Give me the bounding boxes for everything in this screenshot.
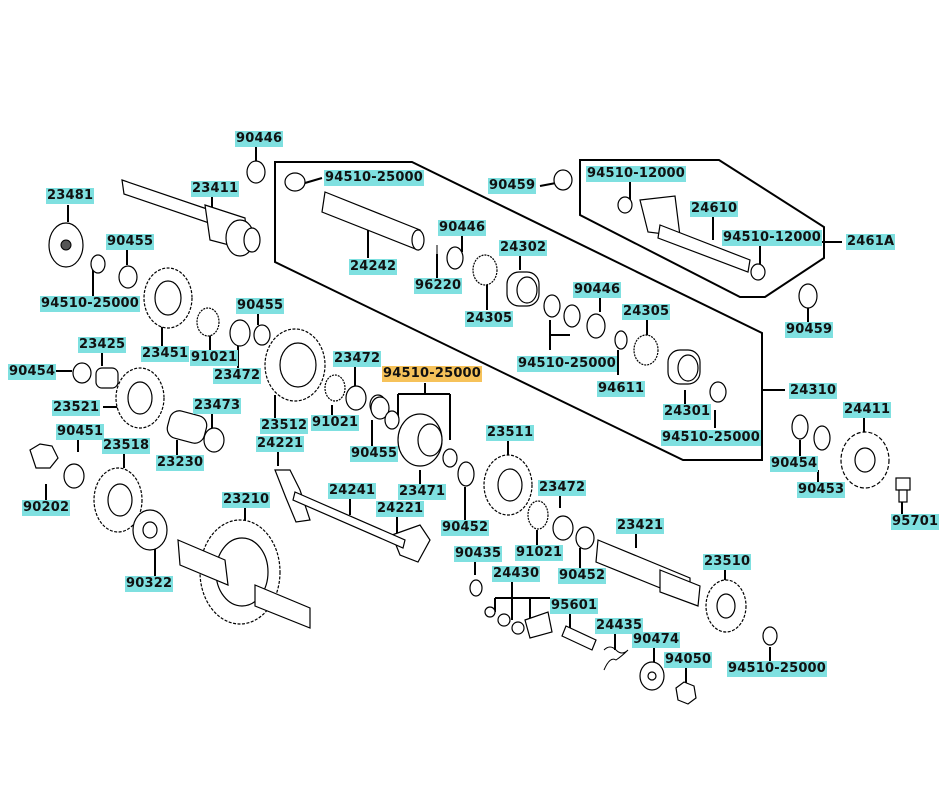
label-24302: 24302	[499, 240, 548, 256]
label-90322: 90322	[125, 576, 174, 592]
label-90453: 90453	[797, 482, 846, 498]
label-23512: 23512	[260, 418, 309, 434]
label-94510-25000-d: 94510-25000	[661, 430, 762, 446]
label-24610: 24610	[690, 201, 739, 217]
label-90455-c: 90455	[350, 446, 399, 462]
label-90459-right: 90459	[785, 322, 834, 338]
label-23425: 23425	[78, 337, 127, 353]
part-shapes	[29, 160, 911, 705]
label-23518: 23518	[102, 438, 151, 454]
label-23521: 23521	[52, 400, 101, 416]
label-90454-right: 90454	[770, 456, 819, 472]
label-94050: 94050	[664, 652, 713, 668]
label-23472: 23472	[213, 368, 262, 384]
label-90446: 90446	[235, 131, 284, 147]
label-95701: 95701	[891, 514, 939, 530]
label-23472-b: 23472	[333, 351, 382, 367]
label-23451: 23451	[141, 346, 190, 362]
label-91021-b: 91021	[311, 415, 360, 431]
label-24305-left: 24305	[465, 311, 514, 327]
label-91021-c: 91021	[515, 545, 564, 561]
label-94510-25000-c: 94510-25000	[517, 356, 618, 372]
label-24301: 24301	[663, 404, 712, 420]
label-94510-12000: 94510-12000	[586, 166, 687, 182]
label-90459: 90459	[488, 178, 537, 194]
label-23473: 23473	[193, 398, 242, 414]
label-24241: 24241	[328, 483, 377, 499]
label-90455-b: 90455	[236, 298, 285, 314]
label-24430: 24430	[492, 566, 541, 582]
label-90446-mid: 90446	[438, 220, 487, 236]
label-24411: 24411	[843, 402, 892, 418]
label-23481: 23481	[46, 188, 95, 204]
label-23421: 23421	[616, 518, 665, 534]
leader-lines	[45, 147, 903, 688]
label-90451: 90451	[56, 424, 105, 440]
label-24221-b: 24221	[376, 501, 425, 517]
label-23210: 23210	[222, 492, 271, 508]
label-94510-12000-mid: 94510-12000	[722, 230, 823, 246]
label-90435: 90435	[454, 546, 503, 562]
label-91021: 91021	[190, 350, 239, 366]
label-90452-b: 90452	[558, 568, 607, 584]
label-90446-right: 90446	[573, 282, 622, 298]
label-95601: 95601	[550, 598, 599, 614]
label-90452: 90452	[441, 520, 490, 536]
label-90202: 90202	[22, 500, 71, 516]
label-90454-left: 90454	[8, 364, 57, 380]
label-23510: 23510	[703, 554, 752, 570]
label-23472-c: 23472	[538, 480, 587, 496]
label-90455: 90455	[106, 234, 155, 250]
label-23511: 23511	[486, 425, 535, 441]
label-90474: 90474	[632, 632, 681, 648]
label-23230: 23230	[156, 455, 205, 471]
label-24221: 24221	[256, 436, 305, 452]
label-24305-right: 24305	[622, 304, 671, 320]
label-94510-25000-e: 94510-25000	[727, 661, 828, 677]
label-2461A: 2461A	[846, 234, 896, 250]
label-94611: 94611	[597, 381, 646, 397]
label-94510-25000-highlight: 94510-25000	[382, 366, 483, 382]
group-outline-2461A	[579, 159, 825, 298]
group-outline-24310	[274, 161, 763, 461]
label-24242: 24242	[349, 259, 398, 275]
label-23411: 23411	[191, 181, 240, 197]
label-96220: 96220	[414, 278, 463, 294]
label-24310: 24310	[789, 383, 838, 399]
label-94510-25000: 94510-25000	[324, 170, 425, 186]
label-24435: 24435	[595, 618, 644, 634]
label-94510-25000-b: 94510-25000	[40, 296, 141, 312]
label-23471: 23471	[398, 484, 447, 500]
